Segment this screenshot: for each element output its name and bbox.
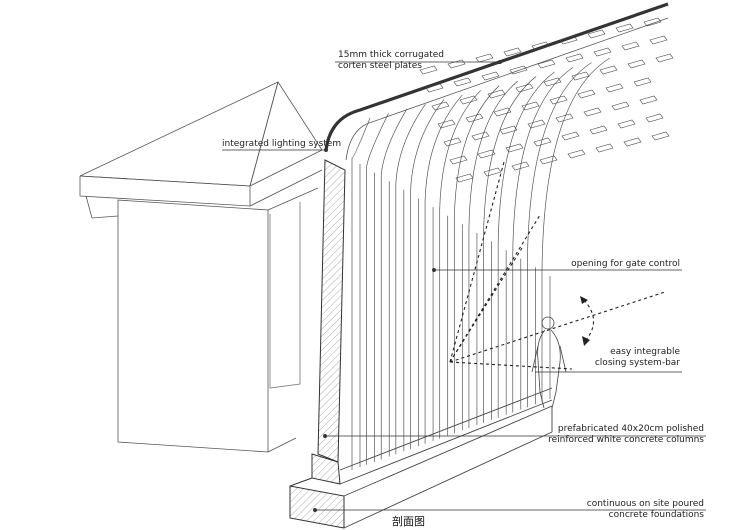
- label-closing-bar-line2: closing system-bar: [594, 358, 680, 368]
- corrugated-plate: [623, 137, 642, 147]
- corrugated-plate: [475, 53, 494, 63]
- ceiling-plates: [419, 17, 674, 183]
- corrugated-plate: [455, 173, 474, 183]
- corrugated-plate: [503, 47, 522, 57]
- corrugated-plate: [425, 83, 444, 93]
- corrugated-plate: [509, 65, 528, 75]
- corrugated-plate: [593, 47, 612, 57]
- column-rib: [453, 85, 500, 434]
- corrugated-plate: [515, 83, 534, 93]
- label-steel-plates-line2: corten steel plates: [338, 61, 422, 71]
- label-closing-bar: easy integrable closing system-bar: [595, 347, 680, 369]
- corrugated-plate: [611, 101, 630, 111]
- human-figure: [531, 316, 567, 409]
- corrugated-plate: [447, 59, 466, 69]
- corrugated-plate: [605, 83, 624, 93]
- corrugated-plate: [543, 77, 562, 87]
- corrugated-plate: [649, 35, 668, 45]
- corrugated-plate: [645, 113, 664, 123]
- corrugated-plate: [453, 77, 472, 87]
- corrugated-plate: [527, 119, 546, 129]
- corrugated-plate: [643, 17, 662, 27]
- corrugated-plate: [627, 59, 646, 69]
- column-rib: [366, 113, 389, 465]
- gate-motion-lines: [449, 161, 666, 370]
- label-columns-line2: reinforced white concrete columns: [548, 435, 704, 445]
- corrugated-plate: [559, 35, 578, 45]
- corrugated-plate: [633, 77, 652, 87]
- column-ribs: [351, 57, 611, 470]
- label-foundations-line1: continuous on site poured: [586, 499, 704, 509]
- corrugated-plate: [589, 125, 608, 135]
- corrugated-plate: [487, 89, 506, 99]
- corrugated-plate: [477, 149, 496, 159]
- corrugated-plate: [655, 53, 674, 63]
- corrugated-plate: [499, 125, 518, 135]
- corrugated-plate: [599, 65, 618, 75]
- corrugated-plate: [505, 143, 524, 153]
- column-rib: [468, 80, 518, 429]
- corrugated-plate: [533, 137, 552, 147]
- column-rib: [512, 66, 574, 413]
- column-rib: [380, 108, 408, 460]
- corrugated-plate: [537, 59, 556, 69]
- corrugated-plate: [577, 89, 596, 99]
- corrugated-plate: [481, 71, 500, 81]
- corrugated-plate: [419, 65, 438, 75]
- roof-plate: [324, 2, 669, 161]
- label-columns-line1: prefabricated 40x20cm polished: [557, 424, 704, 434]
- corrugated-plate: [459, 95, 478, 105]
- corrugated-plate: [561, 131, 580, 141]
- corrugated-plate: [587, 29, 606, 39]
- column-rib: [483, 76, 537, 423]
- corrugated-plate: [617, 119, 636, 129]
- corrugated-plate: [511, 161, 530, 171]
- corrugated-plate: [639, 95, 658, 105]
- column-rib: [351, 117, 371, 470]
- corrugated-plate: [651, 131, 670, 141]
- corrugated-plate: [565, 53, 584, 63]
- label-foundations: continuous on site poured concrete found…: [587, 499, 704, 521]
- label-lighting: integrated lighting system: [222, 139, 342, 149]
- column-rib: [410, 99, 445, 450]
- corrugated-plate: [567, 149, 586, 159]
- column-rib: [439, 90, 482, 439]
- label-steel-plates: 15mm thick corrugated corten steel plate…: [338, 50, 444, 72]
- corrugated-plate: [621, 41, 640, 51]
- label-columns: prefabricated 40x20cm polished reinforce…: [548, 424, 704, 446]
- corrugated-plate: [549, 95, 568, 105]
- corrugated-plate: [539, 155, 558, 165]
- column-rib: [497, 71, 555, 418]
- corrugated-plate: [615, 23, 634, 33]
- label-closing-bar-line1: easy integrable: [610, 347, 680, 357]
- figure-caption: 剖面图: [392, 515, 425, 528]
- corrugated-plate: [595, 143, 614, 153]
- section-cut: [289, 159, 346, 529]
- corrugated-plate: [443, 137, 462, 147]
- label-gate-opening: opening for gate control: [571, 259, 680, 269]
- column-rib: [541, 57, 611, 402]
- column-rib: [424, 94, 463, 444]
- corrugated-plate: [465, 113, 484, 123]
- column-rib: [527, 62, 592, 408]
- corrugated-plate: [437, 119, 456, 129]
- background-pavilion: [79, 81, 323, 453]
- corrugated-plate: [493, 107, 512, 117]
- foundation-beam: [339, 387, 553, 529]
- corrugated-plate: [521, 101, 540, 111]
- gate-motion-arrows: [580, 296, 590, 346]
- label-foundations-line2: concrete foundations: [608, 510, 704, 520]
- corrugated-plate: [583, 107, 602, 117]
- corrugated-plate: [531, 41, 550, 51]
- corrugated-plate: [471, 131, 490, 141]
- corrugated-plate: [483, 167, 502, 177]
- corrugated-plate: [555, 113, 574, 123]
- label-steel-plates-line1: 15mm thick corrugated: [338, 50, 445, 60]
- corrugated-plate: [431, 101, 450, 111]
- corrugated-plate: [449, 155, 468, 165]
- column-rib: [395, 103, 426, 455]
- leader-lines: [222, 60, 706, 512]
- corrugated-plate: [571, 71, 590, 81]
